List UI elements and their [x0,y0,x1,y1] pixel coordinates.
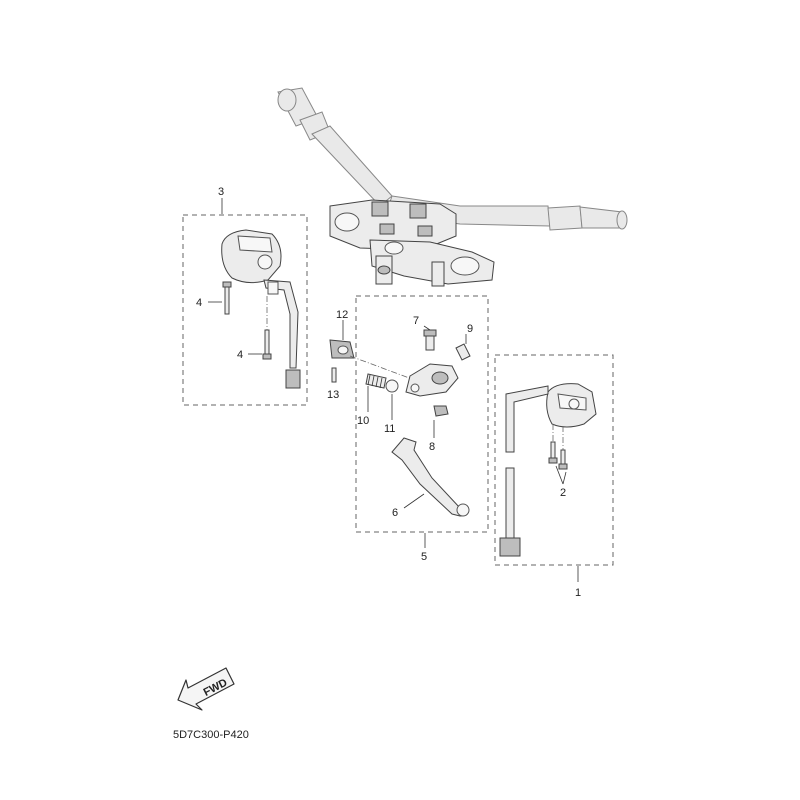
handlebar-assembly [277,87,628,287]
part-label-13: 13 [327,389,339,401]
part-label-1: 1 [575,587,581,599]
part-label-9: 9 [467,323,473,335]
part-label-8: 8 [429,441,435,453]
part-label-11: 11 [384,423,395,435]
part-labels: 1 2 3 4 4 5 6 7 8 9 10 11 12 13 [196,186,581,599]
part-label-7: 7 [413,315,419,327]
fwd-arrow-icon: FWD [177,667,235,711]
part-label-12: 12 [336,309,348,321]
group-3-left-switch [182,198,308,406]
group-5-lever-assembly [329,295,489,548]
part-label-2: 2 [560,487,566,499]
group-1-right-switch [494,354,614,582]
part-label-4-upper: 4 [196,297,202,309]
part-label-4-lower: 4 [237,349,243,361]
part-label-6: 6 [392,507,398,519]
part-label-3: 3 [218,186,224,198]
part-label-5: 5 [421,551,427,563]
drawing-code: 5D7C300-P420 [173,729,249,741]
part-label-10: 10 [357,415,369,427]
